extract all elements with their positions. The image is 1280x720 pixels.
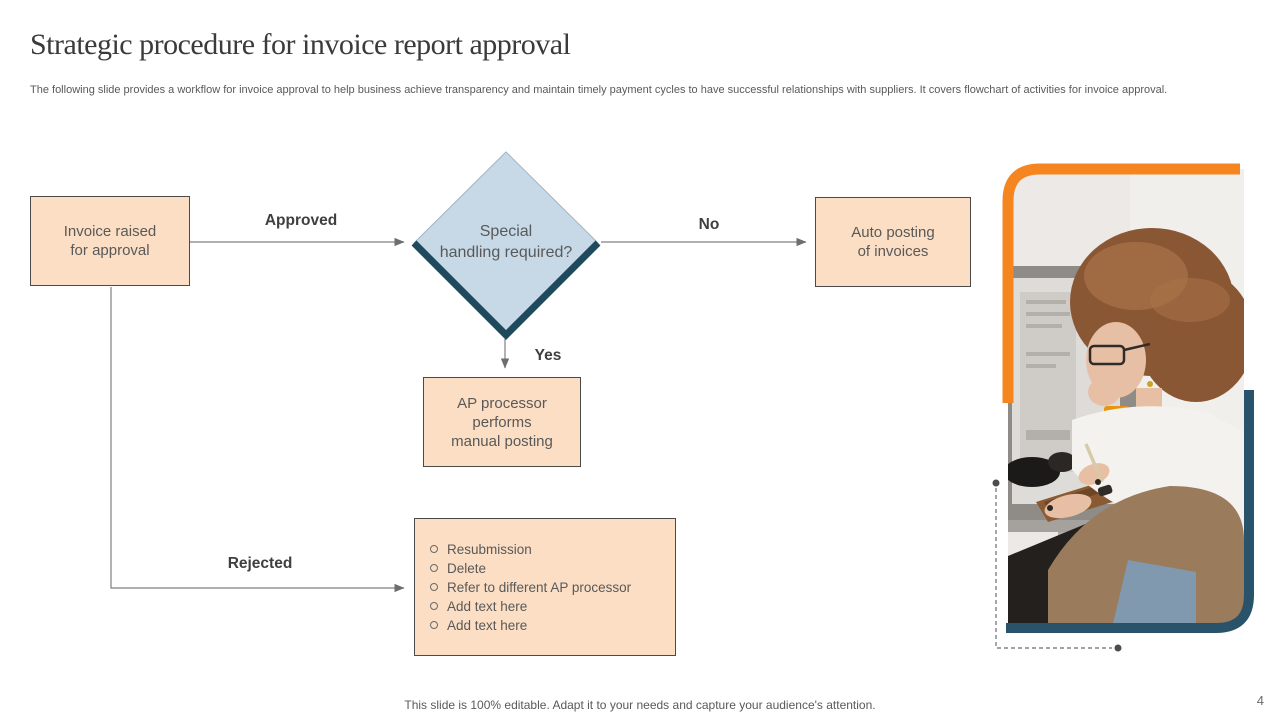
circle-bullet-icon xyxy=(430,621,438,629)
list-item: Refer to different AP processor xyxy=(430,578,675,597)
decision-label: Special handling required? xyxy=(439,223,573,261)
list-item-label: Resubmission xyxy=(447,541,532,557)
list-item: Add text here xyxy=(430,616,675,635)
circle-bullet-icon xyxy=(430,583,438,591)
navy-frame xyxy=(1006,390,1254,633)
list-item: Delete xyxy=(430,559,675,578)
circle-bullet-icon xyxy=(430,545,438,553)
list-item: Add text here xyxy=(430,597,675,616)
circle-bullet-icon xyxy=(430,602,438,610)
rejected-options-list: Resubmission Delete Refer to different A… xyxy=(430,540,675,635)
list-item-label: Delete xyxy=(447,560,487,576)
dashed-decoration xyxy=(992,479,1122,652)
page-number: 4 xyxy=(1256,693,1264,708)
list-item-label: Add text here xyxy=(447,617,528,633)
edge-label-no: No xyxy=(698,216,720,233)
edge-label-approved: Approved xyxy=(264,212,338,229)
node-invoice-raised[interactable]: Invoice raised for approval xyxy=(30,196,190,286)
list-item-label: Add text here xyxy=(447,598,528,614)
list-item-label: Refer to different AP processor xyxy=(447,579,632,595)
photo-woman-working xyxy=(1002,163,1254,633)
orange-frame xyxy=(1002,163,1240,403)
edge-label-rejected: Rejected xyxy=(227,555,293,572)
list-item: Resubmission xyxy=(430,540,675,559)
page-title: Strategic procedure for invoice report a… xyxy=(30,28,571,61)
slide-subtitle: The following slide provides a workflow … xyxy=(30,84,1168,96)
footer-note: This slide is 100% editable. Adapt it to… xyxy=(404,698,876,712)
edge-label-yes: Yes xyxy=(534,347,562,364)
circle-bullet-icon xyxy=(430,564,438,572)
node-rejected-options[interactable]: Resubmission Delete Refer to different A… xyxy=(414,518,676,656)
node-manual-posting[interactable]: AP processor performs manual posting xyxy=(423,377,581,467)
node-auto-posting[interactable]: Auto posting of invoices xyxy=(815,197,971,287)
